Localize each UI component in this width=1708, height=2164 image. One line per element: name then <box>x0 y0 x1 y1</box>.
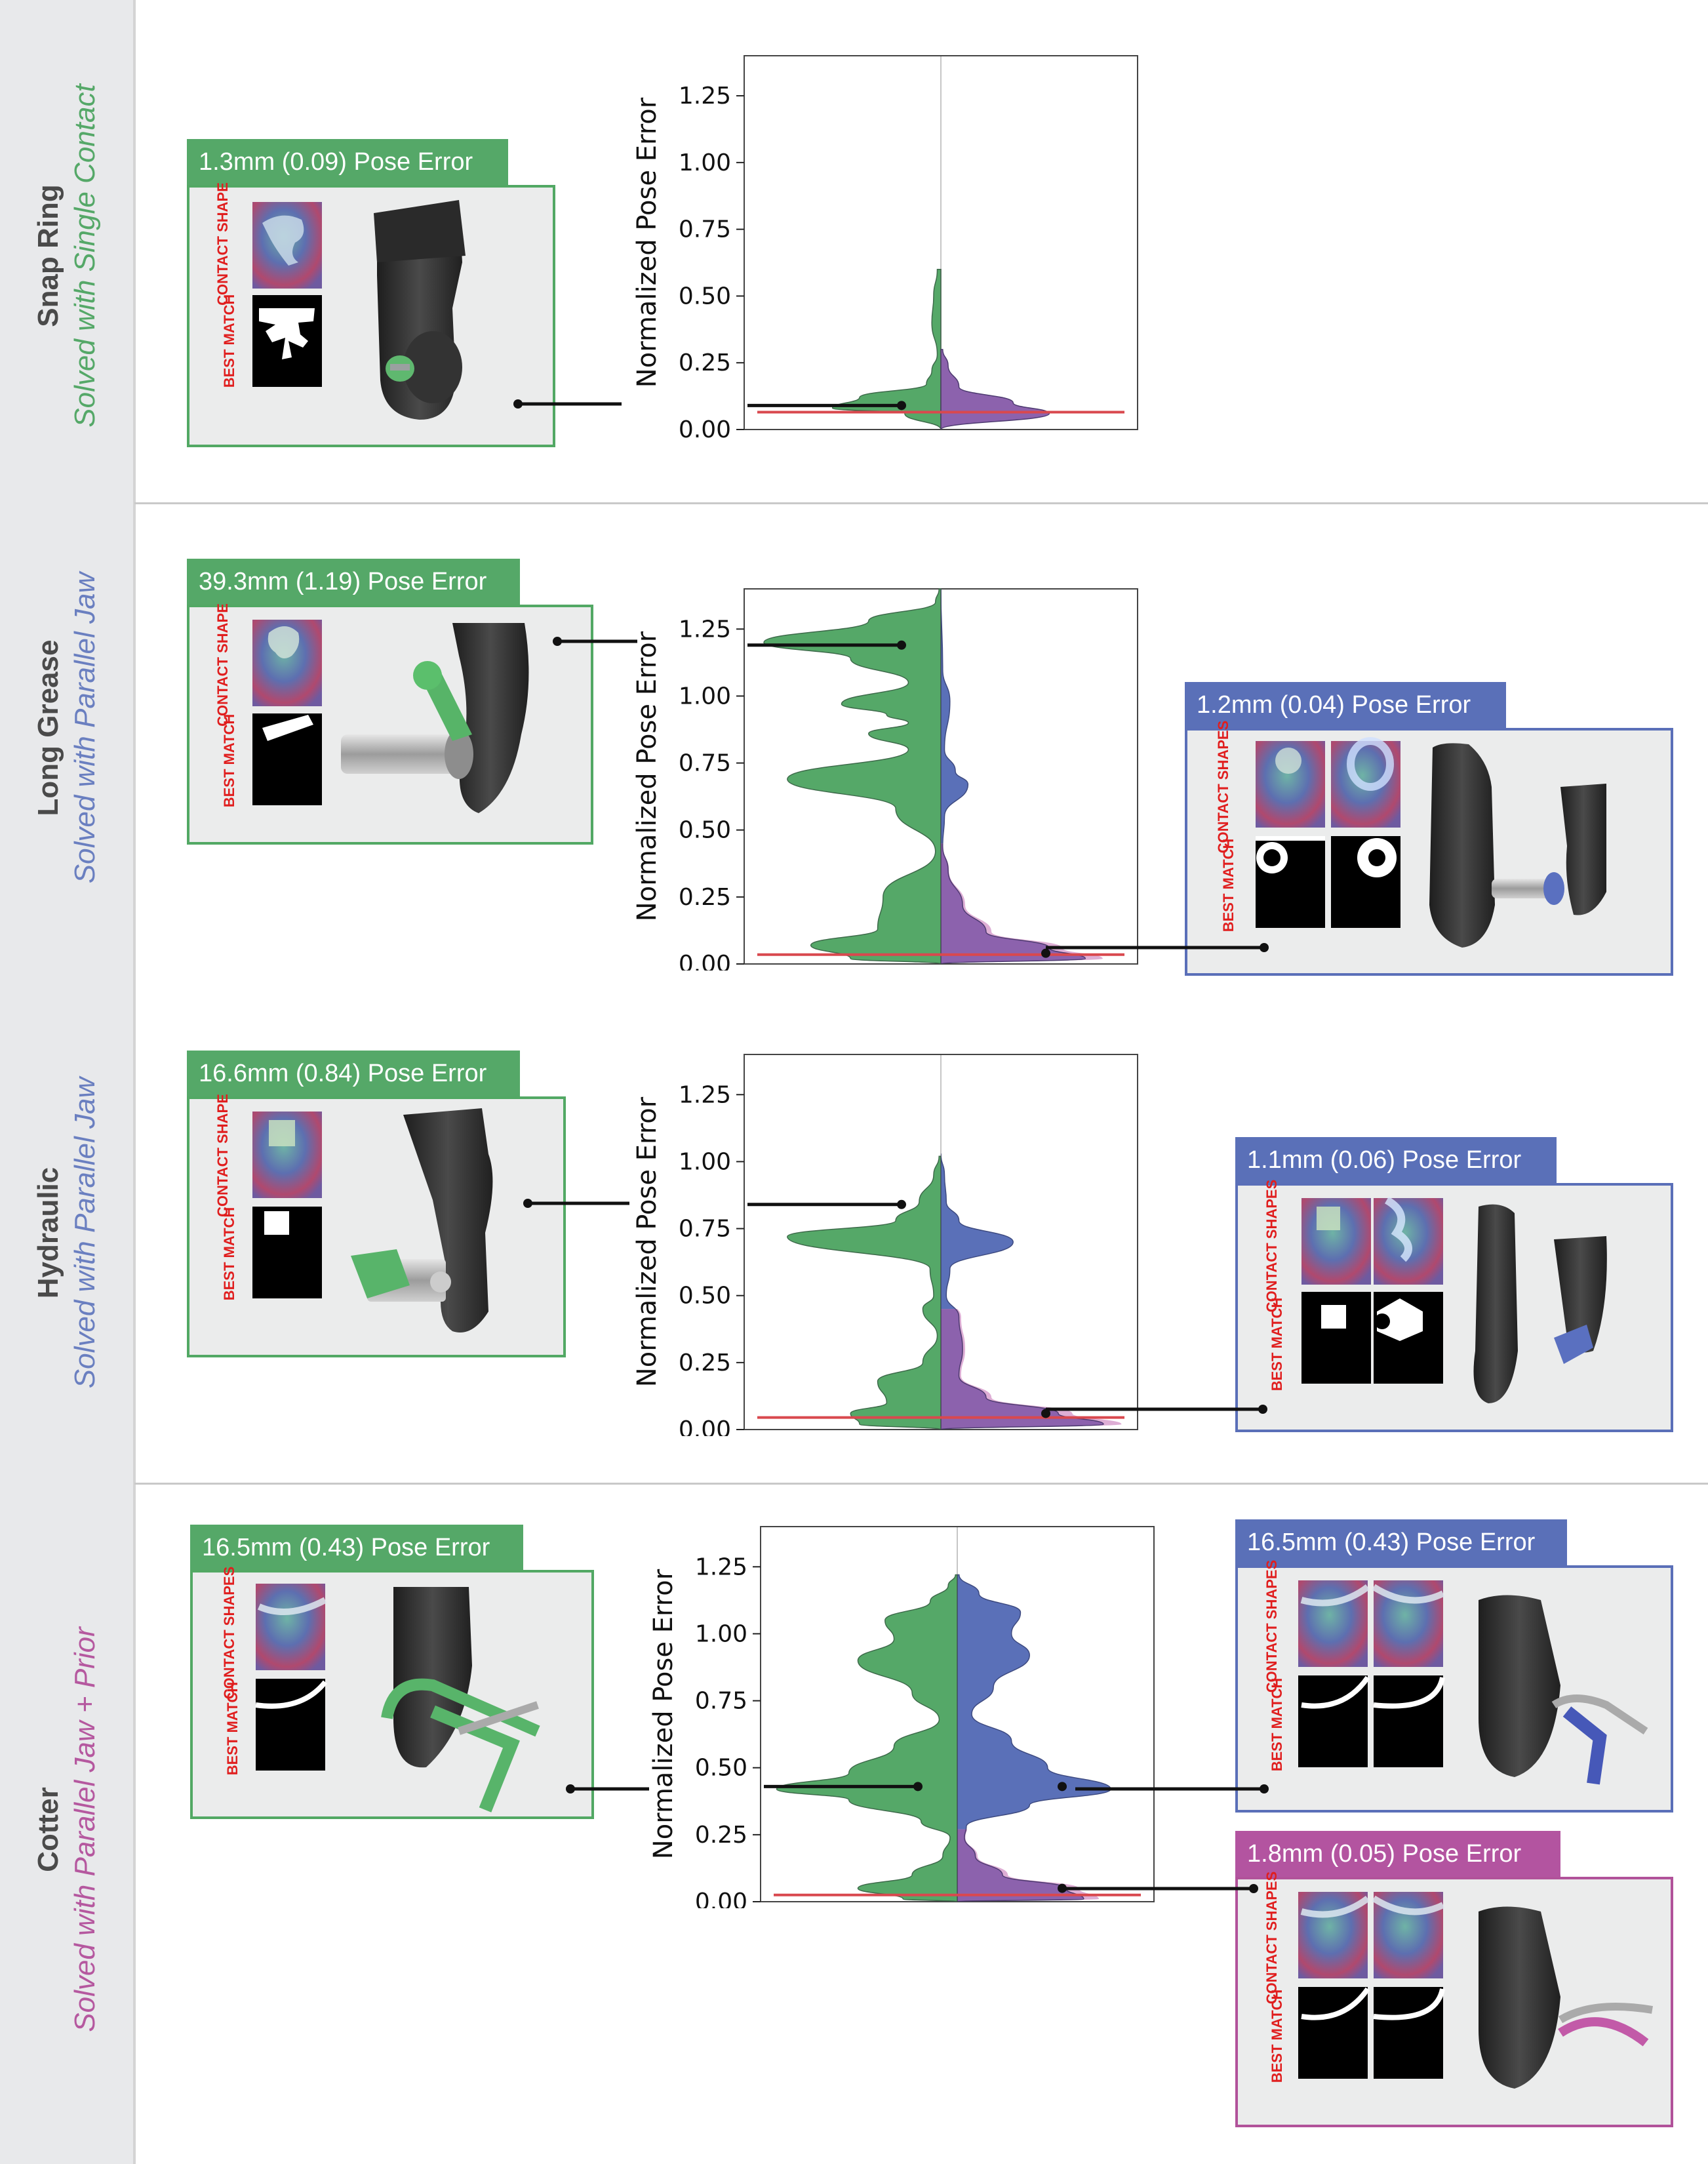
gripper-render-icon <box>1479 1595 1648 1785</box>
marker-dot <box>897 401 906 411</box>
violin-right-half-upper <box>941 1153 1014 1310</box>
best-match-tile <box>1374 1675 1443 1767</box>
y-axis-label: Normalized Pose Error <box>632 1096 662 1387</box>
result-panel-snap-ring <box>187 185 555 447</box>
marker-dot <box>1041 1409 1050 1418</box>
row-separator <box>134 502 1708 504</box>
y-tick-label: 0.50 <box>679 817 731 844</box>
y-tick-label: 0.50 <box>679 1283 731 1310</box>
violin-right-half-upper <box>941 589 969 844</box>
marker-dot <box>1058 1782 1067 1792</box>
y-tick-label: 0.25 <box>695 1822 747 1849</box>
panel-title: 16.5mm (0.43) Pose Error <box>190 1525 523 1571</box>
y-tick-label: 0.75 <box>679 216 731 243</box>
y-tick-label: 0.25 <box>679 884 731 911</box>
row-separator <box>134 1483 1708 1485</box>
y-tick-label: 0.75 <box>679 1216 731 1243</box>
y-tick-label: 1.00 <box>679 683 731 710</box>
gripper-render-icon <box>1479 1906 1653 2089</box>
best-match-tile <box>1374 1987 1443 2079</box>
y-tick-label: 1.00 <box>695 1620 747 1647</box>
y-axis-label: Normalized Pose Error <box>632 631 662 921</box>
y-tick-label: 0.00 <box>679 1416 731 1436</box>
gripper-render-icon <box>341 623 529 813</box>
violin-right-half <box>940 349 1050 430</box>
y-tick-label: 1.25 <box>695 1553 747 1580</box>
gripper-render-icon <box>381 1587 540 1813</box>
y-tick-label: 0.25 <box>679 1350 731 1376</box>
y-axis-label: Normalized Pose Error <box>632 97 662 388</box>
violin-right-half-lower <box>957 1829 1084 1902</box>
y-tick-label: 0.00 <box>679 951 731 971</box>
contact-shape-tile <box>256 1584 325 1670</box>
marker-dot <box>913 1782 923 1792</box>
gripper-render-icon <box>351 1108 493 1332</box>
sidebar-divider <box>133 0 136 2164</box>
violin-left-half <box>787 1155 942 1430</box>
panel-title: 16.6mm (0.84) Pose Error <box>187 1051 520 1096</box>
sidebar <box>0 0 134 2164</box>
y-tick-label: 0.00 <box>695 1889 747 1908</box>
y-tick-label: 0.75 <box>679 750 731 777</box>
violin-left-half <box>763 588 942 965</box>
y-tick-label: 0.25 <box>679 350 731 376</box>
violin-right-half-lower <box>941 843 1086 964</box>
panel-title: 39.3mm (1.19) Pose Error <box>187 559 520 605</box>
gripper-render-icon <box>1429 743 1606 948</box>
best-match-shape <box>259 308 315 359</box>
contact-shape-blob <box>262 215 304 266</box>
violin-left-half <box>776 1574 958 1902</box>
y-tick-label: 1.25 <box>679 1081 731 1108</box>
panel-title: 1.2mm (0.04) Pose Error <box>1185 682 1506 728</box>
y-tick-label: 1.00 <box>679 150 731 176</box>
y-tick-label: 0.75 <box>695 1688 747 1715</box>
panel-title: 1.8mm (0.05) Pose Error <box>1235 1831 1560 1877</box>
result-panel-hydraulic-green <box>187 1096 566 1357</box>
marker-dot <box>897 640 906 650</box>
y-tick-label: 0.50 <box>679 283 731 310</box>
gripper-render-icon <box>1473 1204 1607 1403</box>
y-tick-label: 1.00 <box>679 1148 731 1175</box>
panel-title: 16.5mm (0.43) Pose Error <box>1235 1519 1567 1565</box>
y-axis-label: Normalized Pose Error <box>648 1569 679 1859</box>
y-tick-label: 0.00 <box>679 416 731 443</box>
gripper-render-icon <box>374 200 466 420</box>
panel-title: 1.3mm (0.09) Pose Error <box>187 139 508 185</box>
violin-right-half-upper <box>957 1574 1111 1830</box>
panel-title: 1.1mm (0.06) Pose Error <box>1235 1137 1557 1183</box>
y-tick-label: 1.25 <box>679 616 731 643</box>
marker-dot <box>897 1199 906 1209</box>
y-tick-label: 1.25 <box>679 83 731 110</box>
violin-left-half <box>831 268 942 430</box>
y-tick-label: 0.50 <box>695 1755 747 1782</box>
marker-dot <box>1041 948 1050 958</box>
